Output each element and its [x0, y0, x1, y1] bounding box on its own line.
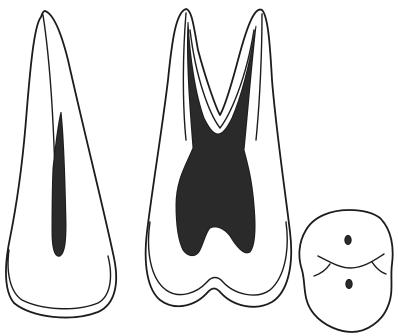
- single-root-tooth-view: [6, 11, 116, 318]
- two-root-tooth-view: [146, 9, 292, 307]
- occlusal-canal-orifice-lingual: [346, 279, 352, 288]
- occlusal-outline: [299, 210, 392, 332]
- occlusal-canal-orifice-buccal: [345, 235, 351, 244]
- occlusal-cross-section-view: [299, 210, 392, 332]
